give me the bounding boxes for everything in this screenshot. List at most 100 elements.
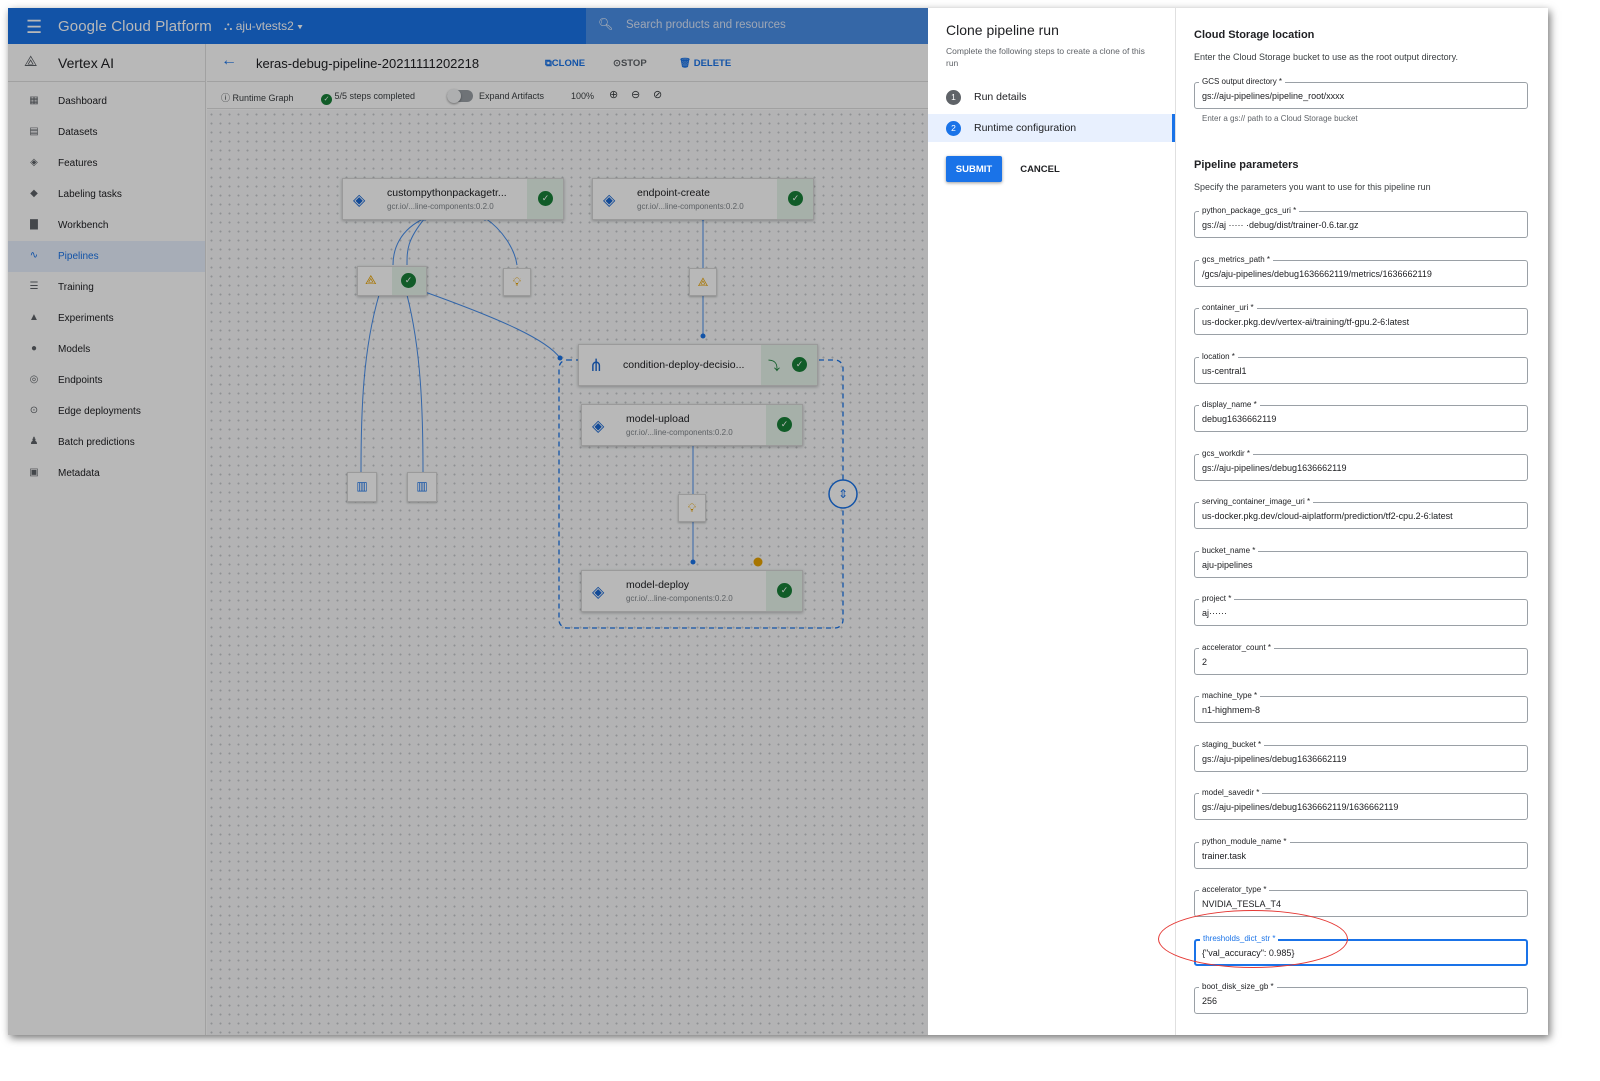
project-selector[interactable]: ⛬ aju-vtests2 ▾: [224, 19, 303, 34]
param-field-python-module-name[interactable]: python_module_name *trainer.task: [1194, 836, 1528, 869]
field-label: boot_disk_size_gb *: [1199, 982, 1277, 991]
param-field-accelerator-type[interactable]: accelerator_type *NVIDIA_TESLA_T4: [1194, 885, 1528, 917]
check-circle-icon: ✓: [777, 583, 792, 598]
delete-button[interactable]: 🗑︎ DELETE: [679, 58, 731, 69]
field-label: staging_bucket *: [1199, 739, 1265, 749]
sidebar-item-label: Experiments: [58, 313, 114, 324]
field-label: bucket_name *: [1199, 545, 1259, 555]
param-field-bucket-name[interactable]: bucket_name * aju-pipelines: [1194, 545, 1528, 578]
check-circle-icon: ✓: [401, 273, 416, 288]
field-value: gs://aju-pipelines/debug1636662119: [1202, 753, 1347, 764]
branch-icon: ⋔: [589, 356, 604, 375]
sidebar-item-label: Endpoints: [58, 375, 103, 386]
sidebar-item-metadata[interactable]: ▣Metadata: [8, 458, 205, 489]
param-field-serving-container-image-uri[interactable]: serving_container_image_uri *us-docker.p…: [1194, 497, 1528, 529]
sidebar-item-datasets[interactable]: ▤Datasets: [8, 117, 205, 148]
node-status: ⤵ ✓: [761, 345, 817, 385]
zoom-in-icon[interactable]: ⊕: [609, 89, 619, 101]
sidebar-item-endpoints[interactable]: ◎Endpoints: [8, 365, 205, 396]
node-name: condition-deploy-decisio...: [623, 359, 745, 371]
sidebar-item-features[interactable]: ◈Features: [8, 148, 205, 179]
merge-icon: ⤵: [768, 359, 781, 373]
steps-completed-label: 5/5 steps completed: [334, 91, 416, 101]
step-runtime-configuration[interactable]: 2 Runtime configuration: [928, 114, 1175, 142]
sidebar-item-label: Dashboard: [58, 96, 107, 107]
field-label: accelerator_type *: [1199, 885, 1270, 894]
step-run-details[interactable]: 1 Run details: [928, 83, 1175, 111]
cancel-button[interactable]: CANCEL: [1012, 156, 1068, 182]
sidebar-title: Vertex AI: [58, 55, 115, 71]
artifact-node-model[interactable]: ⟁ ✓: [357, 266, 427, 296]
dashboard-icon: ▦: [29, 95, 39, 106]
sidebar-item-label: Training: [58, 282, 94, 293]
dropdown-arrow-icon: ▾: [293, 19, 303, 33]
param-field-python-package-gcs-uri[interactable]: python_package_gcs_uri *gs://aj ····· ·d…: [1194, 206, 1528, 238]
cube-icon: ◈: [353, 192, 366, 209]
pipeline-graph-canvas[interactable]: ⇕ ◈ custompythonpackagetr... gcr.io/...l…: [207, 110, 928, 1035]
sidebar-item-dashboard[interactable]: ▦ Dashboard: [8, 86, 205, 117]
sidebar-item-models[interactable]: ●Models: [8, 334, 205, 365]
param-field-project[interactable]: project *aj······: [1194, 594, 1528, 626]
lightbulb-icon: 💡︎: [512, 275, 522, 289]
sidebar-item-batch-predictions[interactable]: ♟Batch predictions: [8, 427, 205, 458]
zoom-out-icon[interactable]: ⊖: [631, 89, 641, 101]
sidebar-item-pipelines[interactable]: ∿Pipelines: [8, 241, 205, 272]
cube-icon: ◈: [603, 192, 616, 209]
sidebar: ⟁ Vertex AI ▦Dashboard▤Datasets◈Features…: [8, 44, 206, 1035]
zoom-reset-icon[interactable]: ⊘: [653, 89, 663, 101]
field-label: serving_container_image_uri *: [1199, 497, 1314, 506]
node-model-deploy[interactable]: ◈ model-deploy gcr.io/...line-components…: [581, 570, 803, 612]
param-field-display-name[interactable]: display_name *debug1636662119: [1194, 400, 1528, 432]
param-field-gcs-workdir[interactable]: gcs_workdir *gs://aju-pipelines/debug163…: [1194, 448, 1528, 481]
sidebar-item-workbench[interactable]: ▇Workbench: [8, 210, 205, 241]
expand-artifacts-toggle[interactable]: [447, 89, 473, 103]
field-value: n1-highmem-8: [1202, 705, 1261, 715]
search-box[interactable]: 🔍︎ Search products and resources: [586, 8, 928, 44]
node-custompython[interactable]: ◈ custompythonpackagetr... gcr.io/...lin…: [342, 178, 564, 220]
node-condition-deploy[interactable]: ⋔ condition-deploy-decisio... ⤵ ✓: [578, 344, 818, 386]
modal-scrim[interactable]: [8, 8, 928, 1035]
stop-button[interactable]: ⊙STOP: [613, 58, 647, 69]
node-status: ✓: [766, 571, 802, 611]
sidebar-item-training[interactable]: ☰Training: [8, 272, 205, 303]
param-field-model-savedir[interactable]: model_savedir *gs://aju-pipelines/debug1…: [1194, 788, 1528, 820]
node-status: ✓: [777, 179, 813, 219]
node-image: gcr.io/...line-components:0.2.0: [387, 202, 494, 211]
field-value: us-docker.pkg.dev/vertex-ai/training/tf-…: [1202, 317, 1410, 327]
param-field-gcs-metrics-path[interactable]: gcs_metrics_path */gcs/aju-pipelines/deb…: [1194, 254, 1528, 287]
graph-toolbar: ⓘ Runtime Graph ✓ 5/5 steps completed Ex…: [207, 83, 928, 109]
param-field-boot-disk-size-gb[interactable]: boot_disk_size_gb *256: [1194, 982, 1528, 1014]
search-placeholder: Search products and resources: [626, 19, 786, 31]
runtime-graph-label: Runtime Graph: [232, 93, 294, 103]
node-model-upload[interactable]: ◈ model-upload gcr.io/...line-components…: [581, 404, 803, 446]
copy-icon: ⧉: [545, 58, 552, 69]
param-field-container-uri[interactable]: container_uri *us-docker.pkg.dev/vertex-…: [1194, 303, 1528, 335]
sidebar-item-labeling-tasks[interactable]: ◆Labeling tasks: [8, 179, 205, 210]
artifact-lightbulb[interactable]: 💡︎: [503, 268, 531, 296]
node-status: ✓: [527, 179, 563, 219]
artifact-endpoint[interactable]: ⟁: [689, 268, 717, 296]
gcs-output-directory-field[interactable]: GCS output directory * gs://aju-pipeline…: [1194, 77, 1528, 109]
node-endpoint-create[interactable]: ◈ endpoint-create gcr.io/...line-compone…: [592, 178, 814, 220]
field-value: gs://aju-pipelines/debug1636662119/16366…: [1202, 802, 1399, 812]
artifact-metrics-2[interactable]: ▥: [407, 472, 437, 502]
sidebar-item-experiments[interactable]: ▲Experiments: [8, 303, 205, 334]
sidebar-item-label: Batch predictions: [58, 437, 135, 448]
field-value: aj······: [1202, 608, 1227, 618]
sidebar-item-edge-deployments[interactable]: ⊙Edge deployments: [8, 396, 205, 427]
product-name[interactable]: Google Cloud Platform: [58, 18, 212, 35]
runtime-graph-tab[interactable]: ⓘ Runtime Graph: [221, 91, 294, 104]
submit-button[interactable]: SUBMIT: [946, 156, 1002, 182]
field-value: aju-pipelines: [1202, 559, 1253, 570]
cube-icon: ◈: [592, 418, 605, 435]
field-value: gs://aj ····· ·debug/dist/trainer-0.6.ta…: [1202, 220, 1359, 230]
param-field-location[interactable]: location *us-central1: [1194, 351, 1528, 384]
param-field-machine-type[interactable]: machine_type *n1-highmem-8: [1194, 691, 1528, 723]
clone-button[interactable]: ⧉CLONE: [545, 58, 585, 69]
artifact-model-lightbulb[interactable]: 💡︎: [678, 494, 706, 522]
menu-icon[interactable]: ☰: [26, 17, 43, 37]
back-arrow-icon[interactable]: ←: [221, 52, 237, 69]
param-field-accelerator-count[interactable]: accelerator_count *2: [1194, 642, 1528, 675]
artifact-metrics-1[interactable]: ▥: [347, 472, 377, 502]
param-field-staging-bucket[interactable]: staging_bucket * gs://aju-pipelines/debug…: [1194, 739, 1528, 772]
